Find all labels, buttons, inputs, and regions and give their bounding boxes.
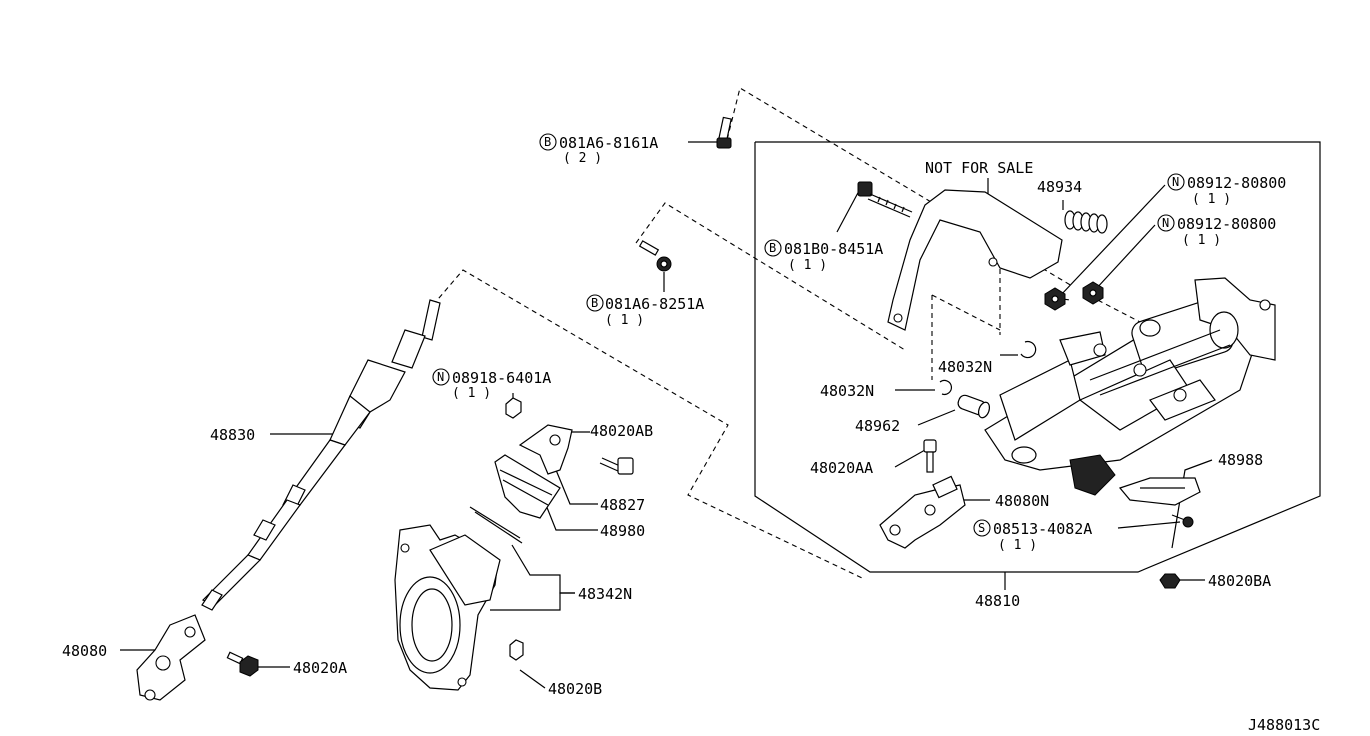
nut-08912-80800-right	[1082, 281, 1104, 305]
nut-48020b	[509, 639, 524, 661]
label-48080: 48080	[62, 642, 107, 660]
nut-prefix-n: N	[1162, 216, 1169, 230]
assembly-frame	[754, 141, 1321, 573]
label-48020aa: 48020AA	[810, 459, 873, 477]
label-48810: 48810	[975, 592, 1020, 610]
label-48962: 48962	[855, 417, 900, 435]
bolt-081a6-8161a	[716, 116, 732, 149]
qty-08912-80800-lower: ( 1 )	[1182, 233, 1221, 248]
nut-prefix-n: N	[1172, 175, 1179, 189]
sleeve-48962	[957, 394, 991, 419]
clip-48032n-upper	[1020, 340, 1037, 359]
upper-bracket	[887, 189, 1063, 331]
label-08513-4082a: 08513-4082A	[993, 520, 1092, 538]
label-48020b: 48020B	[548, 680, 602, 698]
screw-prefix-s: S	[978, 521, 985, 535]
qty-081a6-8251a: ( 1 )	[605, 313, 644, 328]
label-48934: 48934	[1037, 178, 1082, 196]
label-48020ba: 48020BA	[1208, 572, 1271, 590]
diagram-code: J488013C	[1248, 716, 1320, 734]
label-48988: 48988	[1218, 451, 1263, 469]
label-08912-80800-lower: 08912-80800	[1177, 215, 1276, 233]
label-48032n-upper: 48032N	[938, 358, 992, 376]
bolt-48020aa	[923, 439, 937, 473]
lower-shaft-48830	[201, 299, 441, 611]
label-48020a: 48020A	[293, 659, 347, 677]
label-48020ab: 48020AB	[590, 422, 653, 440]
label-48830: 48830	[210, 426, 255, 444]
label-48827: 48827	[600, 496, 645, 514]
nut-prefix-n: N	[437, 370, 444, 384]
label-48980: 48980	[600, 522, 645, 540]
clip-48032n-lower	[939, 379, 952, 396]
universal-joint-48080	[136, 614, 206, 701]
label-081b0-8451a: 081B0-8451A	[784, 240, 883, 258]
qty-08918-6401a: ( 1 )	[452, 386, 491, 401]
label-081a6-8251a: 081A6-8251A	[605, 295, 704, 313]
steering-column-assembly	[984, 277, 1276, 496]
qty-08912-80800-upper: ( 1 )	[1192, 192, 1231, 207]
label-48032n-lower: 48032N	[820, 382, 874, 400]
bracket-hole	[988, 257, 998, 267]
nut-08918-6401a	[505, 397, 522, 419]
qty-081a6-8161a: ( 2 )	[563, 151, 602, 166]
bracket-48988	[1118, 477, 1201, 506]
label-08912-80800-upper: 08912-80800	[1187, 174, 1286, 192]
qty-081b0-8451a: ( 1 )	[788, 258, 827, 273]
plate-48342n	[394, 506, 523, 691]
qty-08513-4082a: ( 1 )	[998, 538, 1037, 553]
label-08918-6401a: 08918-6401A	[452, 369, 551, 387]
bolt-prefix-b: B	[544, 135, 551, 149]
spring-48934	[1064, 210, 1108, 234]
bracket-hole	[893, 313, 903, 323]
not-for-sale-label: NOT FOR SALE	[925, 159, 1033, 177]
bolt-081a6-8251a	[638, 240, 672, 272]
clamp-48827	[518, 424, 573, 475]
nut-08912-80800-left	[1044, 287, 1066, 311]
bolt-081b0-8451a	[857, 181, 913, 218]
bolt-prefix-b: B	[769, 241, 776, 255]
label-48342n: 48342N	[578, 585, 632, 603]
bolt-48020ab	[599, 457, 634, 475]
joint-48080n	[879, 475, 966, 549]
label-081a6-8161a: 081A6-8161A	[559, 134, 658, 152]
boot-48980	[494, 454, 561, 519]
label-48080n: 48080N	[995, 492, 1049, 510]
bolt-48020a	[226, 651, 259, 677]
bolt-prefix-b: B	[591, 296, 598, 310]
nut-48020ba	[1159, 573, 1181, 589]
screw-08513-4082a	[1171, 514, 1194, 528]
